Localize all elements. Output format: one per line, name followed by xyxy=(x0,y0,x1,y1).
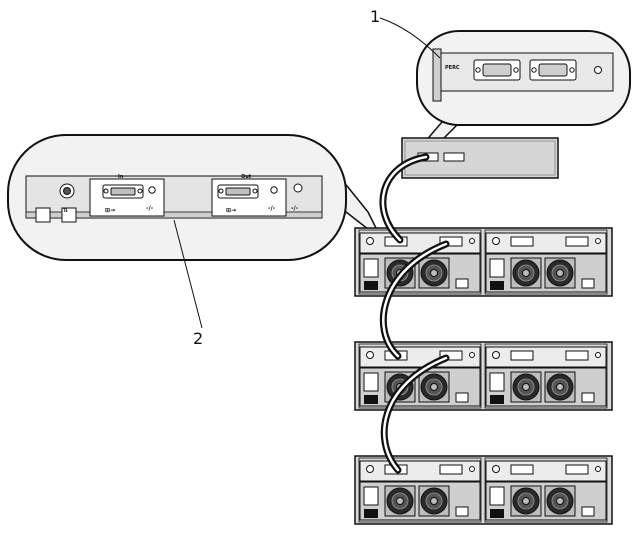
perc-led xyxy=(595,67,602,74)
out-port-label: Out xyxy=(241,174,252,180)
in-link-icon: ⊞→ xyxy=(105,207,115,214)
out-port-detail: Out ⊞→ -/- xyxy=(212,174,286,216)
emm-module-detail: ⇅ In ⊞→ -/- Out ⊞→ xyxy=(26,174,322,222)
callout-1-label: 1 xyxy=(370,7,380,26)
out-link-icon: ⊞→ xyxy=(226,207,236,214)
perc-port-a xyxy=(474,60,520,80)
debug-port-symbol: ⇅ xyxy=(63,207,68,214)
in-port-label: In xyxy=(118,174,124,180)
perc-port-b xyxy=(530,60,576,80)
sas-cables xyxy=(383,157,446,470)
perc-card-callout: PERC xyxy=(417,31,630,150)
in-activity-icon: -/- xyxy=(146,205,154,212)
in-port-detail: In ⊞→ -/- xyxy=(90,174,164,216)
emm-detail-callout: ⇅ In ⊞→ -/- Out ⊞→ xyxy=(8,135,382,260)
perc-label: PERC xyxy=(445,65,460,71)
out-activity-icon: -/- xyxy=(268,205,276,212)
storage-enclosures xyxy=(355,228,612,524)
status-led-icon: -/- xyxy=(291,205,299,212)
serial-debug-port xyxy=(60,184,74,198)
callout-2-label: 2 xyxy=(193,329,203,348)
